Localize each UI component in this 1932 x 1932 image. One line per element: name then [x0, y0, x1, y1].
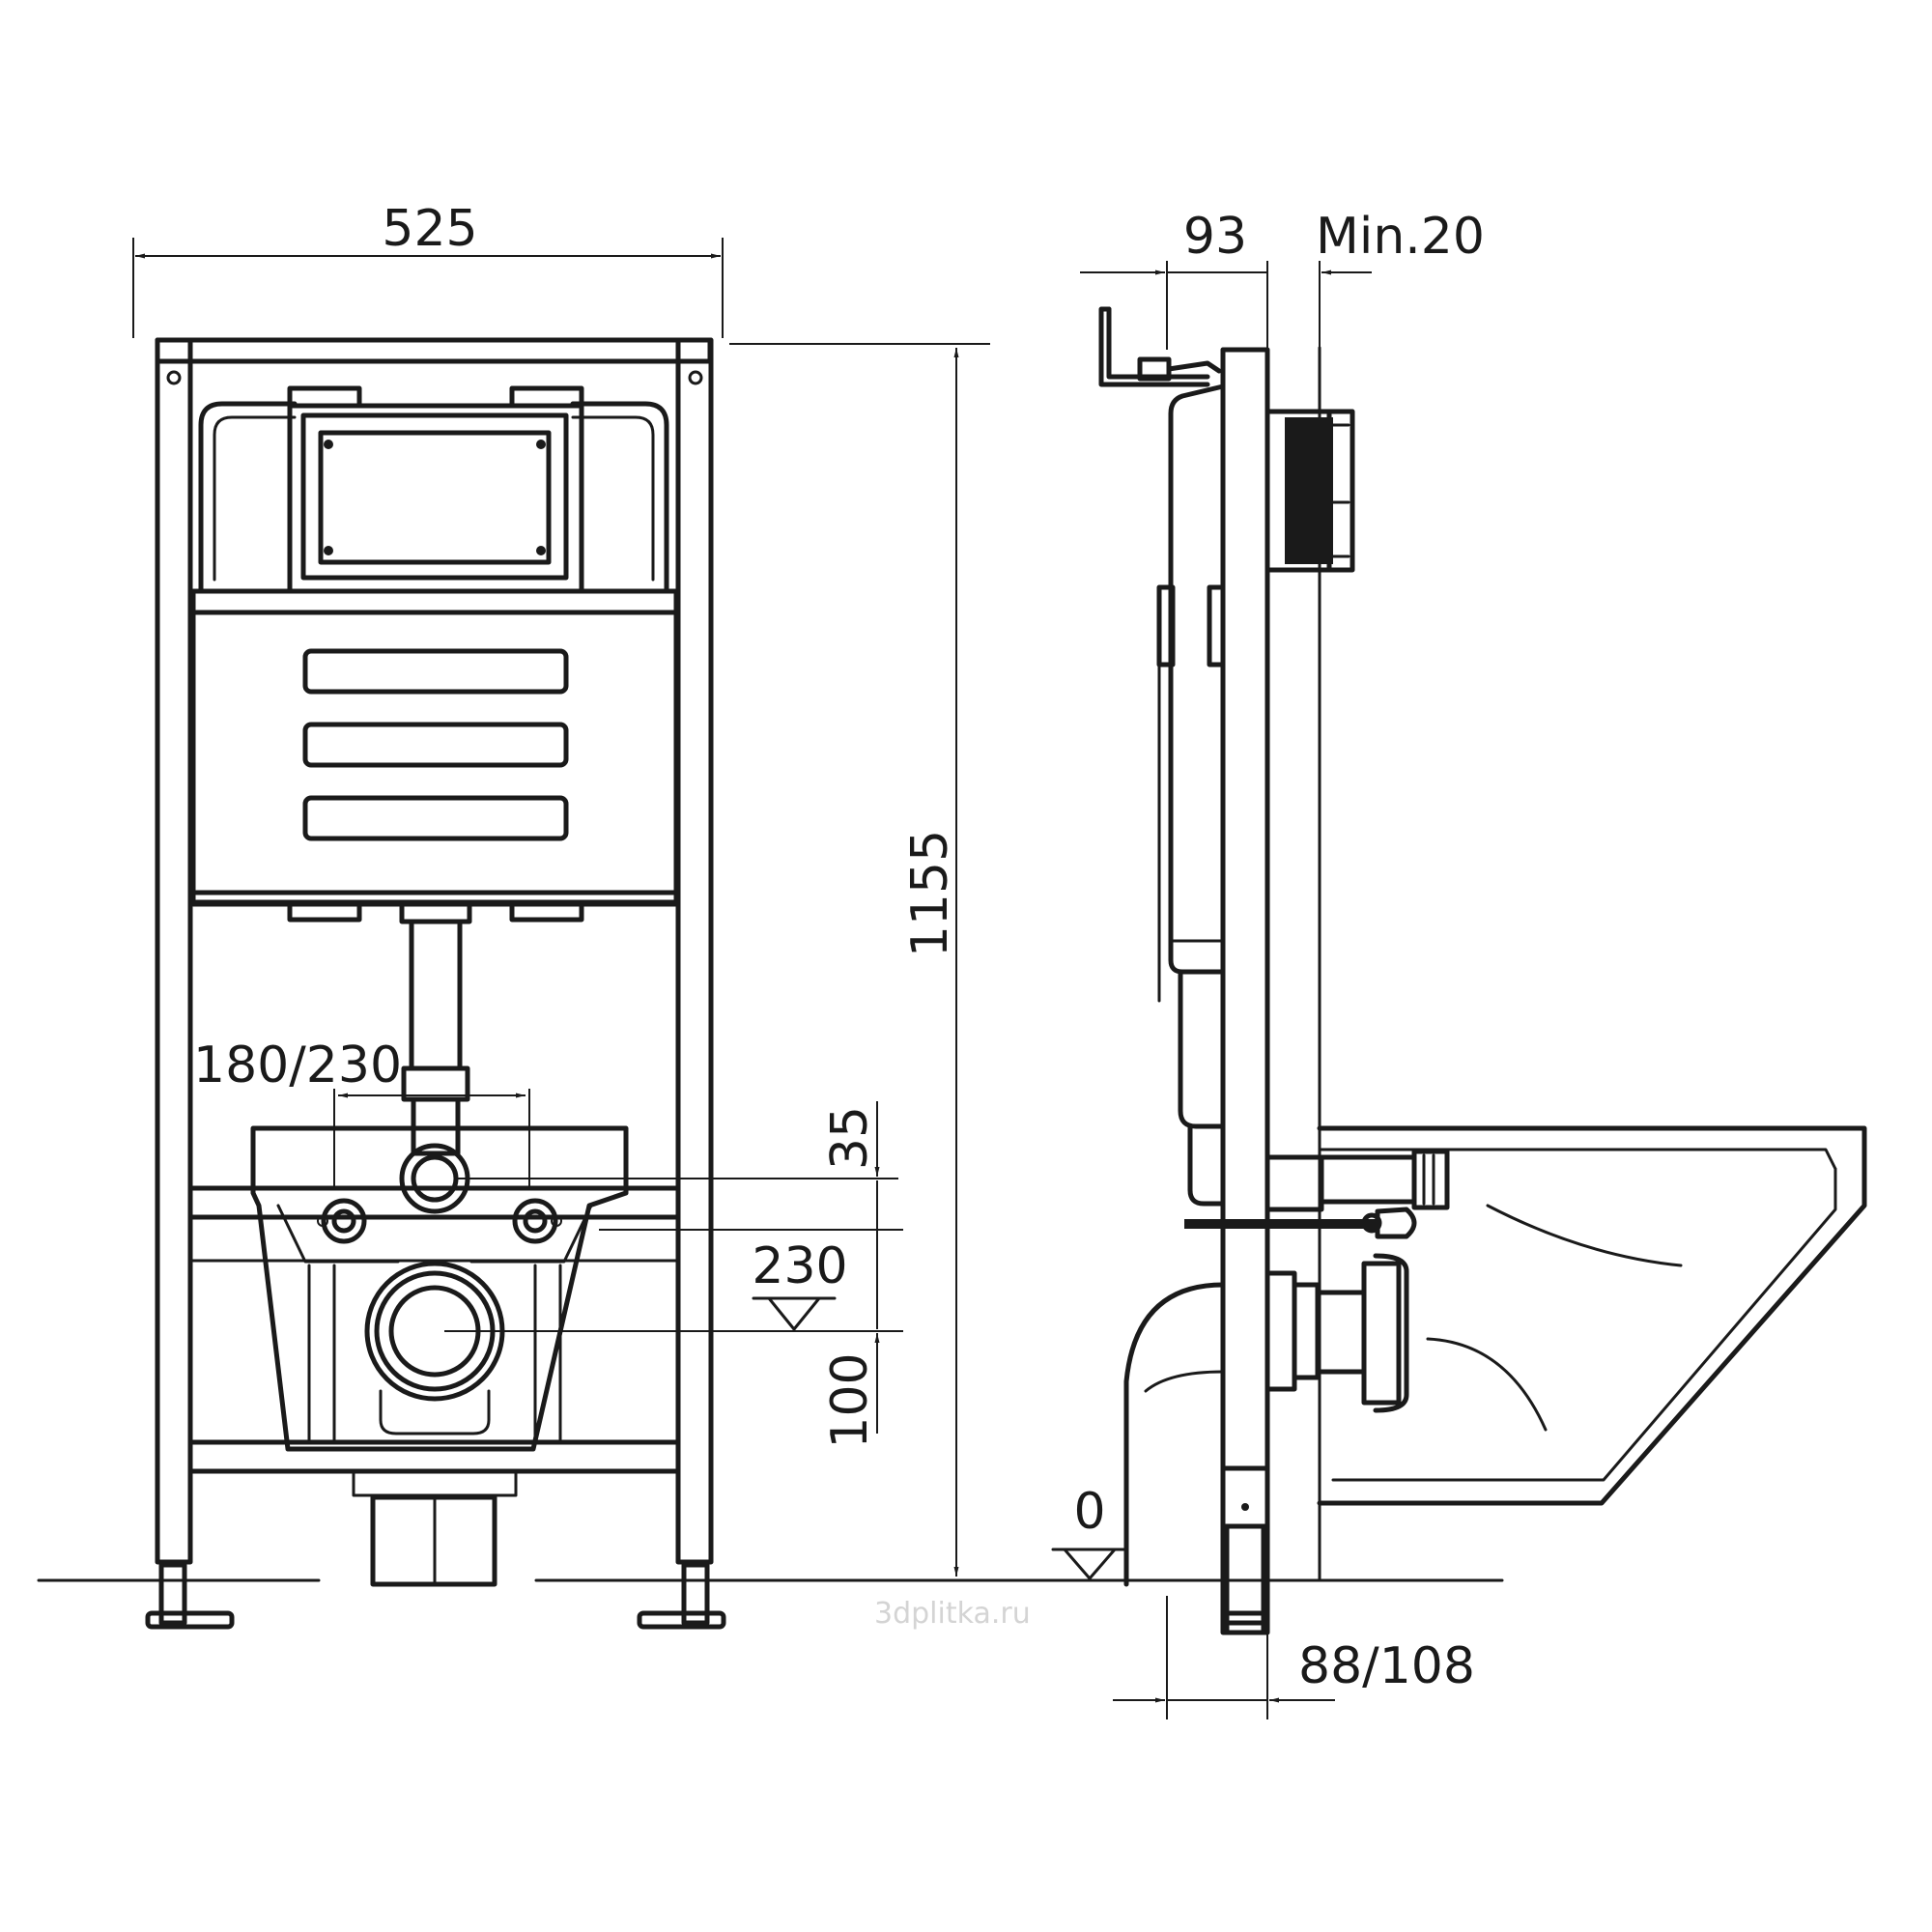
depth-dimension-label: 93 — [1183, 208, 1247, 266]
bowl-connectors — [1184, 1149, 1450, 1239]
frame-feet — [145, 1562, 726, 1630]
side-view — [1098, 306, 1867, 1635]
height-dimension-label: 1155 — [901, 830, 959, 957]
cistern-side — [1156, 384, 1226, 1207]
front-view — [37, 337, 1504, 1630]
watermark: 3dplitka.ru — [874, 1597, 1031, 1631]
min-gap-label: Min.20 — [1316, 208, 1485, 266]
flush-actuator — [1264, 409, 1355, 573]
bowl-bracket — [250, 1125, 629, 1452]
flush-pipe — [399, 901, 472, 1214]
waste-pipe-side — [1123, 1253, 1409, 1587]
toilet-bowl — [1317, 1125, 1867, 1506]
floor-level-marker-icon — [1063, 1548, 1117, 1580]
front-dimensions: 525 180/230 1155 35 100 230 0 — [132, 200, 1128, 1580]
cistern — [190, 385, 679, 907]
frame-profile — [1220, 347, 1270, 1635]
cistern-clips — [287, 901, 584, 923]
width-dimension-label: 525 — [382, 200, 477, 258]
outlet-level-marker-icon — [767, 1296, 821, 1331]
outlet-drop-label: 100 — [821, 1352, 879, 1448]
outlet-height-label: 230 — [752, 1237, 847, 1295]
waste-outlet — [352, 1261, 518, 1587]
wall-bracket — [1098, 306, 1222, 387]
side-dimensions: 93 Min.20 88/108 — [1080, 208, 1485, 1719]
frame-rails — [155, 337, 714, 1565]
floor-level-label: 0 — [1073, 1483, 1105, 1541]
foot-depth-label: 88/108 — [1298, 1637, 1475, 1695]
flush-plate — [300, 412, 569, 841]
inlet-offset-label: 35 — [821, 1106, 879, 1170]
bolt-spacing-label: 180/230 — [193, 1037, 402, 1094]
